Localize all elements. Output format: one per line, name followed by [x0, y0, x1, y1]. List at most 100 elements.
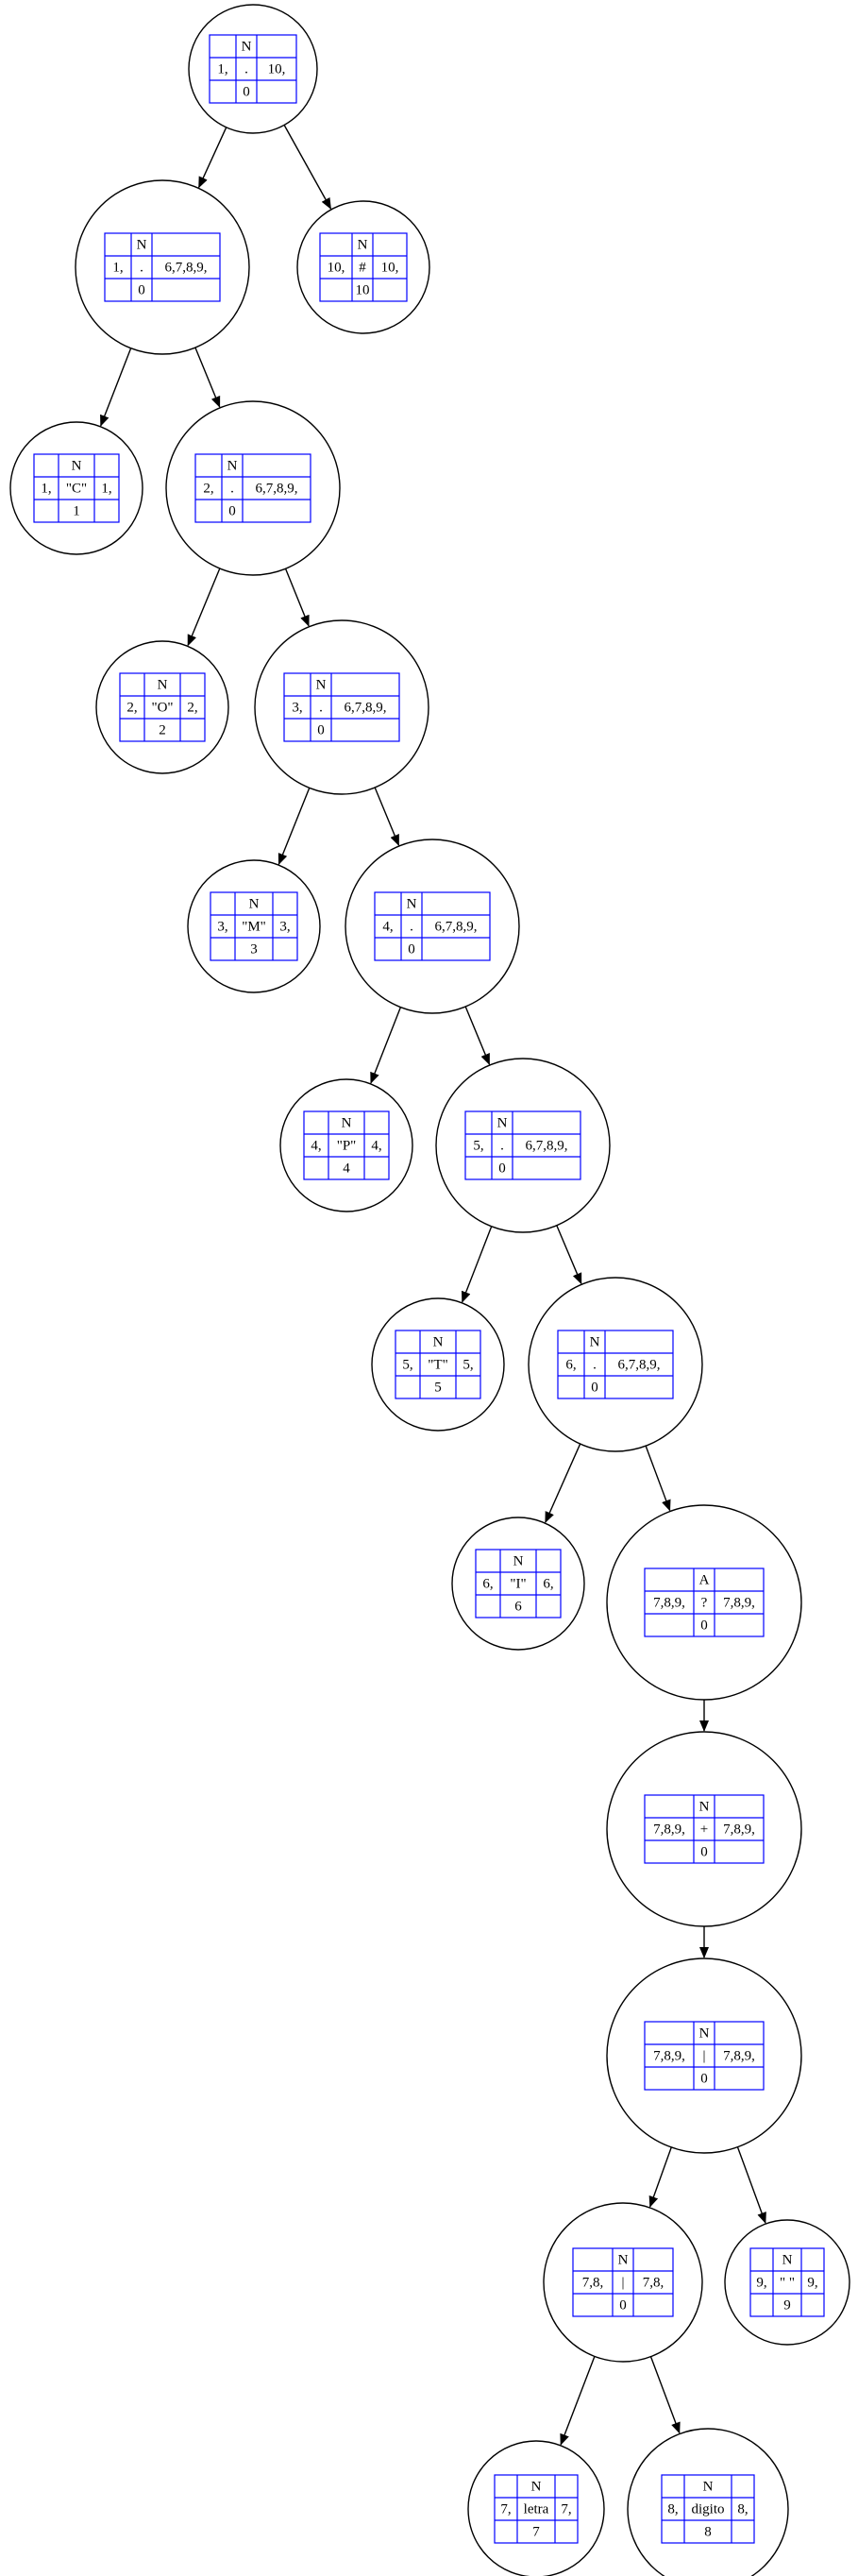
edge-n0-n2 — [283, 125, 332, 210]
table-outline — [494, 2474, 579, 2544]
node-last-set: 10, — [381, 260, 399, 275]
tree-node-n10: N5,.6,7,8,9,0 — [435, 1058, 611, 1233]
node-symbol: | — [621, 2275, 624, 2290]
tree-node-n3: N1,"C"1,1 — [9, 421, 143, 555]
node-table: N5,"T"5,5 — [395, 1330, 481, 1399]
tree-node-n1: N1,.6,7,8,9,0 — [75, 179, 250, 355]
table-outline — [572, 2247, 674, 2317]
node-first-set: 7,8,9, — [653, 1822, 685, 1837]
node-circle — [606, 1957, 802, 2154]
edge-n1-n4 — [194, 347, 221, 408]
node-type-label: N — [342, 1115, 352, 1130]
node-last-set: 6, — [543, 1576, 553, 1591]
node-first-set: 7,8,9, — [653, 1595, 685, 1610]
node-position: 10 — [356, 282, 370, 297]
node-symbol: letra — [524, 2501, 549, 2517]
node-last-set: 10, — [268, 61, 286, 76]
node-type-label: N — [242, 39, 252, 54]
node-type-label: N — [433, 1334, 444, 1349]
node-position: 0 — [138, 282, 145, 297]
node-first-set: 6, — [482, 1576, 493, 1591]
node-first-set: 1, — [41, 481, 51, 496]
node-table: N6,.6,7,8,9,0 — [557, 1330, 674, 1399]
node-position: 0 — [700, 1844, 708, 1859]
node-first-set: 4, — [382, 919, 393, 934]
node-first-set: 3, — [217, 919, 227, 934]
node-circle — [528, 1277, 703, 1452]
node-last-set: 9, — [807, 2275, 817, 2290]
node-table: N6,"I"6,6 — [475, 1549, 562, 1618]
table-outline — [33, 453, 120, 523]
table-outline — [283, 672, 400, 742]
node-position: 5 — [434, 1380, 442, 1395]
node-position: 0 — [619, 2297, 627, 2313]
node-position: 0 — [700, 2071, 708, 2086]
table-outline — [661, 2474, 755, 2544]
edge-n12-n13 — [545, 1443, 581, 1524]
table-outline — [464, 1110, 581, 1180]
node-last-set: 7,8,9, — [723, 1595, 755, 1610]
node-position: 7 — [532, 2524, 540, 2539]
node-first-set: 7,8, — [582, 2275, 604, 2290]
node-position: 6 — [514, 1599, 522, 1614]
node-circle — [254, 619, 429, 795]
nodes: N1,.10,0N1,.6,7,8,9,0N10,#10,10N1,"C"1,1… — [9, 4, 850, 2576]
node-table: N7,8,9,+7,8,9,0 — [644, 1794, 765, 1864]
node-type-label: N — [699, 2025, 710, 2041]
node-symbol: . — [230, 481, 234, 496]
edge-n4-n6 — [284, 568, 310, 627]
node-last-set: 6,7,8,9, — [435, 919, 478, 934]
node-first-set: 3, — [292, 700, 302, 715]
node-first-set: 4, — [311, 1138, 321, 1153]
node-table: N7,8,9,|7,8,9,0 — [644, 2021, 765, 2091]
node-last-set: 4, — [371, 1138, 381, 1153]
edge-n16-n18 — [736, 2146, 766, 2225]
edge-n17-n19 — [560, 2356, 596, 2446]
node-position: 8 — [704, 2524, 712, 2539]
node-position: 0 — [228, 503, 236, 518]
node-type-label: N — [249, 896, 260, 911]
node-table: N4,.6,7,8,9,0 — [374, 891, 491, 961]
node-position: 2 — [159, 722, 166, 737]
node-table: N1,.10,0 — [209, 34, 297, 104]
node-table: N10,#10,10 — [319, 232, 408, 302]
node-last-set: 8, — [737, 2501, 748, 2517]
node-type-label: N — [227, 458, 238, 473]
table-outline — [557, 1330, 674, 1399]
tree-node-n15: N7,8,9,+7,8,9,0 — [606, 1731, 802, 1927]
table-outline — [395, 1330, 481, 1399]
node-first-set: 9, — [756, 2275, 766, 2290]
node-symbol: " " — [780, 2275, 795, 2290]
node-table: N1,.6,7,8,9,0 — [104, 232, 221, 302]
node-table: N1,"C"1,1 — [33, 453, 120, 523]
node-circle — [187, 859, 321, 993]
node-symbol: . — [500, 1138, 504, 1153]
table-outline — [210, 891, 298, 961]
table-outline — [209, 34, 297, 104]
table-outline — [374, 891, 491, 961]
edge-n1-n3 — [100, 347, 132, 427]
node-circle — [75, 179, 250, 355]
node-type-label: N — [531, 2479, 542, 2494]
tree-node-n14: A7,8,9,?7,8,9,0 — [606, 1504, 802, 1701]
node-circle — [95, 640, 229, 774]
node-circle — [543, 2202, 703, 2363]
node-last-set: 6,7,8,9, — [526, 1138, 568, 1153]
edge-n12-n14 — [645, 1445, 671, 1512]
table-outline — [475, 1549, 562, 1618]
node-symbol: . — [319, 700, 323, 715]
node-symbol: "P" — [337, 1138, 357, 1153]
node-first-set: 7, — [500, 2501, 511, 2517]
edge-n0-n1 — [198, 127, 227, 189]
edge-n6-n7 — [278, 788, 311, 866]
node-position: 0 — [408, 941, 415, 957]
node-type-label: N — [513, 1553, 524, 1568]
node-first-set: 7,8,9, — [653, 2048, 685, 2063]
node-position: 4 — [343, 1161, 350, 1176]
node-table: N5,.6,7,8,9,0 — [464, 1110, 581, 1180]
tree-node-n0: N1,.10,0 — [188, 4, 318, 134]
node-symbol: ? — [701, 1595, 708, 1610]
tree-node-n7: N3,"M"3,3 — [187, 859, 321, 993]
